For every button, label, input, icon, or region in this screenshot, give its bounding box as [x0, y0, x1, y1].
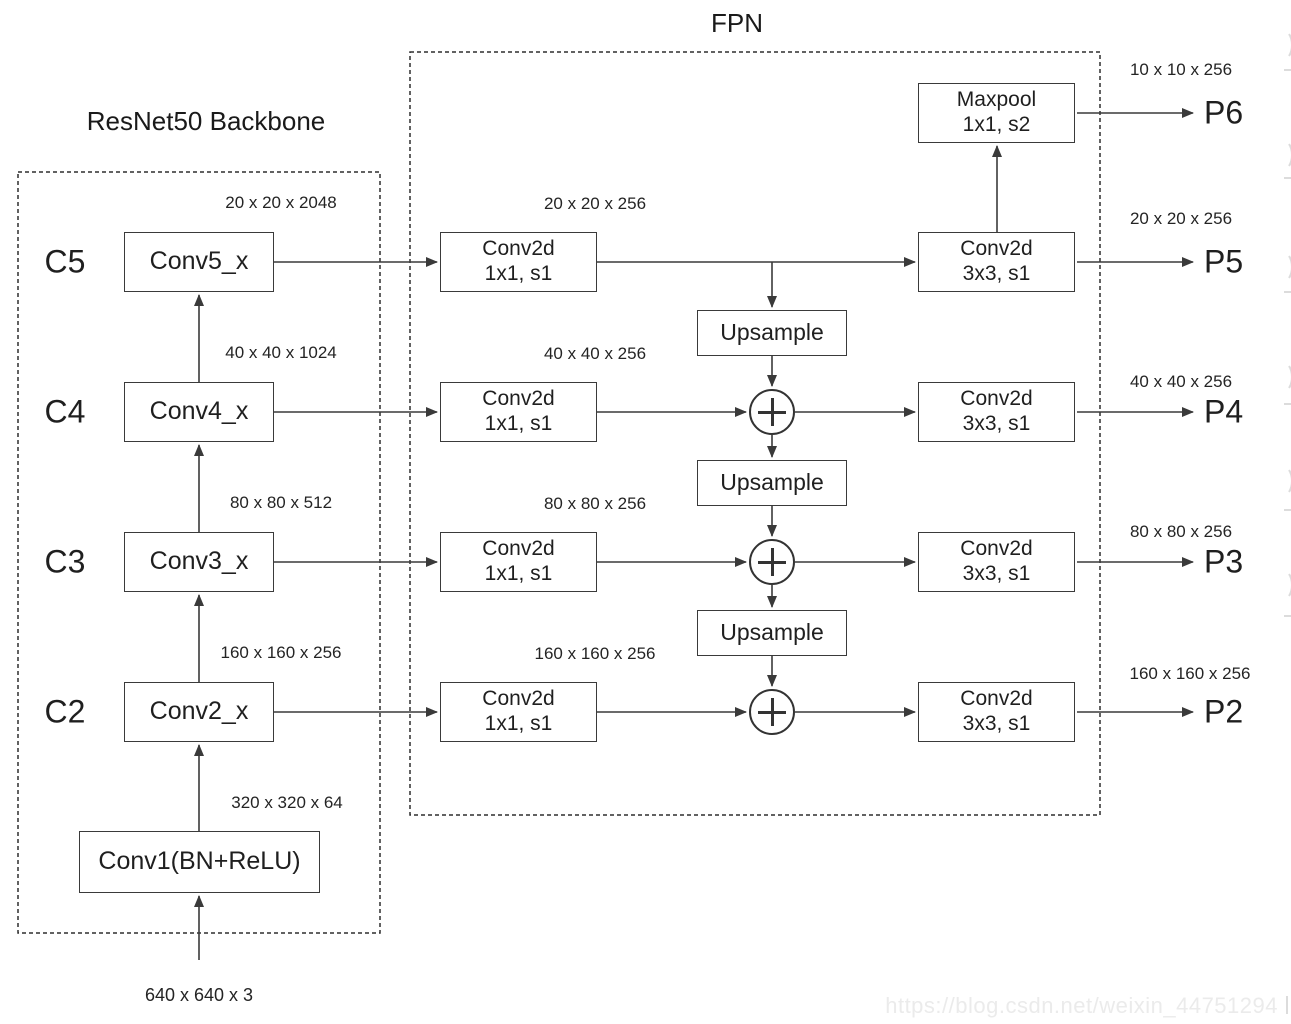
- dim-c5: 20 x 20 x 2048: [225, 193, 337, 212]
- dim-p6: 10 x 10 x 256: [1129, 60, 1233, 79]
- head-conv-box-p5: Conv2d 3x3, s1: [918, 232, 1075, 292]
- maxpool-line1: Maxpool: [956, 88, 1037, 112]
- dim-lateral-c3: 80 x 80 x 256: [543, 494, 647, 513]
- lateral-conv-line1: Conv2d: [482, 237, 555, 261]
- upsample-box-3: Upsample: [697, 610, 847, 656]
- maxpool-box: Maxpool 1x1, s2: [918, 83, 1075, 143]
- stage-label-c4: C4: [44, 393, 86, 430]
- dim-p3: 80 x 80 x 256: [1129, 522, 1233, 541]
- lateral-conv-box-c3: Conv2d 1x1, s1: [440, 532, 597, 592]
- conv2x-box: Conv2_x: [124, 682, 274, 742]
- upsample-box-1: Upsample: [697, 310, 847, 356]
- conv1-label: Conv1(BN+ReLU): [98, 847, 301, 876]
- dim-c2: 160 x 160 x 256: [220, 643, 342, 662]
- output-label-p6: P6: [1204, 94, 1244, 131]
- dim-stem: 320 x 320 x 64: [231, 793, 343, 812]
- dim-input: 640 x 640 x 3: [144, 985, 254, 1005]
- upsample-label: Upsample: [720, 619, 824, 646]
- lateral-conv-line1: Conv2d: [482, 387, 555, 411]
- conv2x-label: Conv2_x: [149, 697, 249, 726]
- conv4x-box: Conv4_x: [124, 382, 274, 442]
- dim-lateral-c4: 40 x 40 x 256: [543, 344, 647, 363]
- head-conv-line2: 3x3, s1: [962, 412, 1031, 435]
- conv5x-label: Conv5_x: [149, 247, 249, 276]
- upsample-label: Upsample: [720, 319, 824, 346]
- stage-label-c3: C3: [44, 543, 86, 580]
- backbone-title: ResNet50 Backbone: [86, 106, 326, 136]
- head-conv-line2: 3x3, s1: [962, 712, 1031, 735]
- lateral-conv-line1: Conv2d: [482, 537, 555, 561]
- add-node-p2: [749, 689, 795, 735]
- output-label-p5: P5: [1204, 243, 1244, 280]
- conv5x-box: Conv5_x: [124, 232, 274, 292]
- output-label-p3: P3: [1204, 543, 1244, 580]
- watermark: https://blog.csdn.net/weixin_44751294: [885, 993, 1278, 1018]
- stage-label-c5: C5: [44, 243, 86, 280]
- head-conv-line1: Conv2d: [960, 387, 1033, 411]
- output-label-p4: P4: [1204, 393, 1244, 430]
- dim-c3: 80 x 80 x 512: [229, 493, 333, 512]
- lateral-conv-box-c4: Conv2d 1x1, s1: [440, 382, 597, 442]
- upsample-box-2: Upsample: [697, 460, 847, 506]
- head-conv-line2: 3x3, s1: [962, 562, 1031, 585]
- add-node-p3: [749, 539, 795, 585]
- lateral-conv-line2: 1x1, s1: [484, 262, 553, 285]
- dim-p2: 160 x 160 x 256: [1129, 664, 1251, 683]
- add-node-p4: [749, 389, 795, 435]
- stage-label-c2: C2: [44, 693, 86, 730]
- fpn-region-border: [409, 51, 1101, 816]
- lateral-conv-box-c5: Conv2d 1x1, s1: [440, 232, 597, 292]
- conv4x-label: Conv4_x: [149, 397, 249, 426]
- lateral-conv-line2: 1x1, s1: [484, 562, 553, 585]
- upsample-label: Upsample: [720, 469, 824, 496]
- arrows: [194, 108, 1194, 960]
- conv1-box: Conv1(BN+ReLU): [79, 831, 320, 893]
- conv3x-label: Conv3_x: [149, 547, 249, 576]
- dim-lateral-c5: 20 x 20 x 256: [543, 194, 647, 213]
- dim-c4: 40 x 40 x 1024: [225, 343, 337, 362]
- screen-edge-artifact: [1284, 33, 1291, 1014]
- dim-p4: 40 x 40 x 256: [1129, 372, 1233, 391]
- head-conv-line1: Conv2d: [960, 237, 1033, 261]
- lateral-conv-line1: Conv2d: [482, 687, 555, 711]
- dim-p5: 20 x 20 x 256: [1129, 209, 1233, 228]
- head-conv-box-p4: Conv2d 3x3, s1: [918, 382, 1075, 442]
- head-conv-line1: Conv2d: [960, 537, 1033, 561]
- head-conv-line2: 3x3, s1: [962, 262, 1031, 285]
- maxpool-line2: 1x1, s2: [962, 113, 1031, 136]
- head-conv-box-p3: Conv2d 3x3, s1: [918, 532, 1075, 592]
- head-conv-box-p2: Conv2d 3x3, s1: [918, 682, 1075, 742]
- lateral-conv-line2: 1x1, s1: [484, 412, 553, 435]
- conv3x-box: Conv3_x: [124, 532, 274, 592]
- output-label-p2: P2: [1204, 693, 1244, 730]
- lateral-conv-box-c2: Conv2d 1x1, s1: [440, 682, 597, 742]
- lateral-conv-line2: 1x1, s1: [484, 712, 553, 735]
- head-conv-line1: Conv2d: [960, 687, 1033, 711]
- fpn-title: FPN: [711, 8, 763, 38]
- dim-lateral-c2: 160 x 160 x 256: [534, 644, 656, 663]
